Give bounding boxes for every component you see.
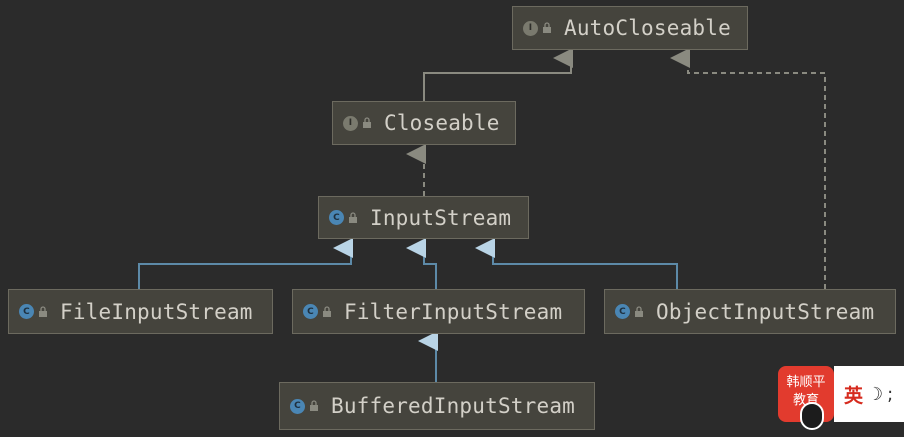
ime-punctuation-toggle[interactable]: ; xyxy=(887,383,894,405)
ime-language-toggle[interactable]: 英 xyxy=(844,384,864,407)
edge-closeable-autocloseable xyxy=(423,48,573,101)
node-label: Closeable xyxy=(384,111,500,135)
node-label: ObjectInputStream xyxy=(656,299,875,324)
lock-icon xyxy=(349,211,357,223)
ime-toolbar[interactable]: 英 ☽ ; xyxy=(834,366,904,422)
class-icon: C xyxy=(615,304,630,319)
class-icon: C xyxy=(19,304,34,319)
lock-icon xyxy=(635,305,643,317)
class-icon: C xyxy=(329,210,344,225)
class-icon: C xyxy=(290,398,305,414)
lock-icon xyxy=(543,22,551,33)
node-label: FilterInputStream xyxy=(344,299,563,324)
lock-icon xyxy=(323,305,331,317)
node-inputstream[interactable]: C InputStream xyxy=(318,196,529,239)
node-label: AutoCloseable xyxy=(564,16,731,40)
node-autocloseable[interactable]: I AutoCloseable xyxy=(512,6,748,50)
node-label: FileInputStream xyxy=(60,299,253,324)
node-objectinputstream[interactable]: C ObjectInputStream xyxy=(604,289,896,334)
node-bufferedinputstream[interactable]: C BufferedInputStream xyxy=(279,382,595,430)
node-filterinputstream[interactable]: C FilterInputStream xyxy=(292,289,585,334)
node-closeable[interactable]: I Closeable xyxy=(332,101,516,145)
node-label: InputStream xyxy=(370,205,512,230)
node-label: BufferedInputStream xyxy=(331,394,576,418)
edge-filterinputstream-inputstream xyxy=(406,238,437,289)
moon-icon[interactable]: ☽ xyxy=(867,383,884,405)
edge-objectinputstream-autocloseable xyxy=(670,48,826,289)
watermark-line1: 韩顺平 xyxy=(786,375,826,390)
interface-icon: I xyxy=(523,20,538,36)
edge-fileinputstream-inputstream xyxy=(138,238,353,289)
mouse-cursor-icon xyxy=(800,402,824,430)
class-icon: C xyxy=(303,304,318,319)
edge-objectinputstream-inputstream xyxy=(475,238,678,289)
lock-icon xyxy=(363,117,371,128)
node-fileinputstream[interactable]: C FileInputStream xyxy=(8,289,273,334)
interface-icon: I xyxy=(343,115,358,131)
lock-icon xyxy=(39,305,47,317)
lock-icon xyxy=(310,400,318,411)
